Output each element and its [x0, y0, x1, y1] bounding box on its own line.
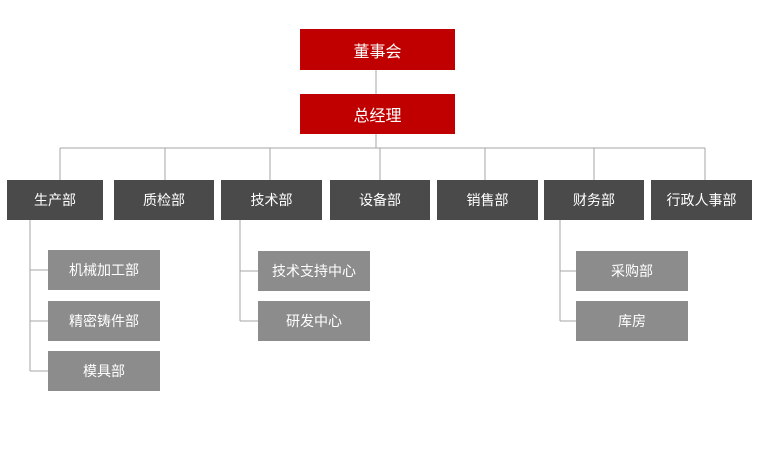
general-manager-box: 总经理: [300, 94, 455, 134]
subunit-box-procurement: 采购部: [576, 251, 688, 291]
department-box-quality: 质检部: [114, 180, 214, 220]
subunit-box-rnd: 研发中心: [258, 301, 370, 341]
subunit-box-tech-support: 技术支持中心: [258, 251, 370, 291]
board-box: 董事会: [300, 29, 455, 70]
subunit-box-warehouse: 库房: [576, 301, 688, 341]
department-box-technology: 技术部: [221, 180, 322, 220]
department-box-production: 生产部: [7, 180, 103, 220]
department-box-sales: 销售部: [437, 180, 538, 220]
department-box-equipment: 设备部: [330, 180, 430, 220]
subunit-box-machining: 机械加工部: [48, 250, 160, 290]
department-box-admin-hr: 行政人事部: [651, 180, 752, 220]
subunit-box-precision-casting: 精密铸件部: [48, 301, 160, 341]
subunit-box-mold: 模具部: [48, 351, 160, 391]
department-box-finance: 财务部: [544, 180, 644, 220]
